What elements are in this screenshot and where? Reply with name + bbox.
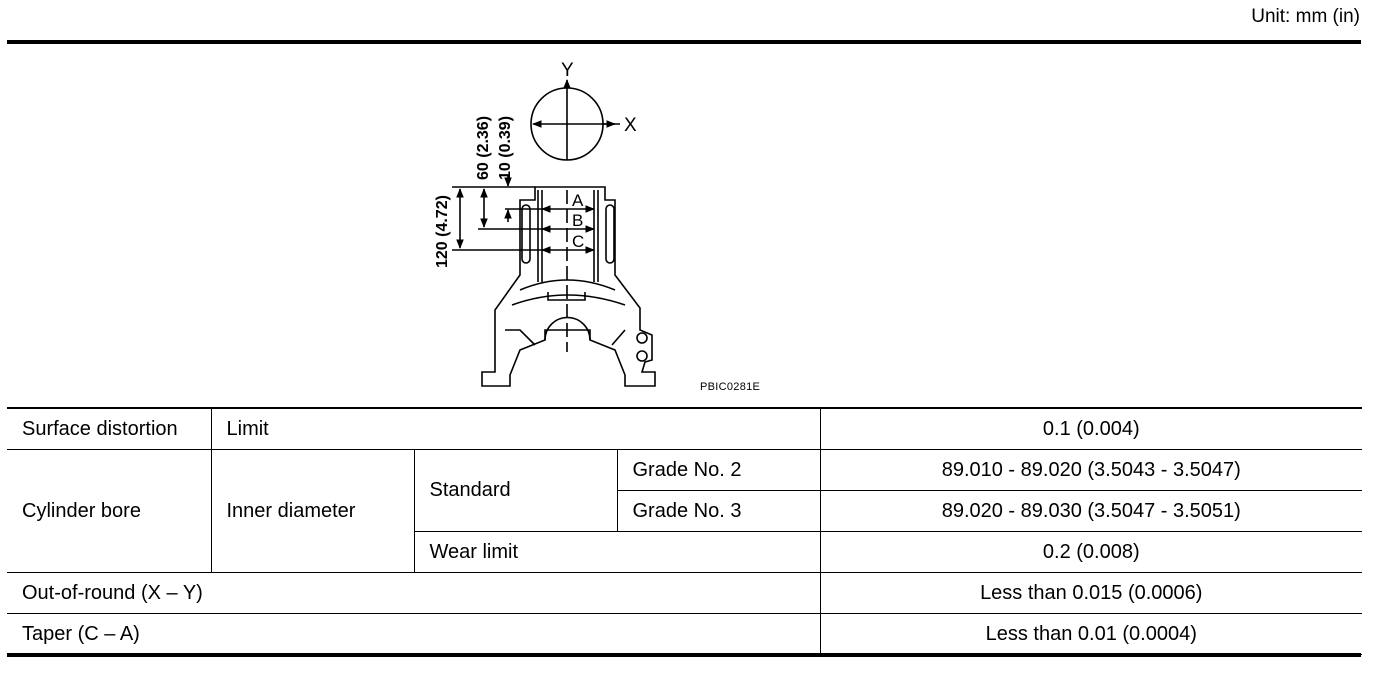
wear-limit-label: Wear limit xyxy=(414,531,821,573)
cylinder-bore-label: Cylinder bore xyxy=(7,449,212,573)
cylinder-block-spec-table: Surface distortion Limit 0.1 (0.004) Cyl… xyxy=(7,407,1363,655)
dim-top-label: 10 (0.39) xyxy=(497,116,514,180)
figure-code: PBIC0281E xyxy=(700,381,761,393)
out-of-round-value: Less than 0.015 (0.0006) xyxy=(819,572,1363,614)
top-rule xyxy=(7,40,1361,44)
inner-diameter-label: Inner diameter xyxy=(210,449,415,573)
table-row: Cylinder bore Inner diameter Standard Gr… xyxy=(7,449,1363,573)
table-row: Out-of-round (X – Y) Less than 0.015 (0.… xyxy=(7,572,1363,614)
dim-mid-label: 60 (2.36) xyxy=(475,116,492,180)
out-of-round-label: Out-of-round (X – Y) xyxy=(7,572,821,614)
level-a-label: A xyxy=(572,191,584,210)
level-c-label: C xyxy=(572,232,584,251)
table-row: Surface distortion Limit 0.1 (0.004) xyxy=(7,407,1363,450)
axis-y-label: Y xyxy=(561,60,574,81)
cylinder-bore-measurement-diagram: Y X A B C 120 (4.72) 60 (2.36) 10 (0.39) xyxy=(434,60,656,387)
table-row: Grade No. 3 89.020 - 89.030 (3.5047 - 3.… xyxy=(7,490,1363,532)
grade-3-value: 89.020 - 89.030 (3.5047 - 3.5051) xyxy=(819,490,1363,532)
surface-distortion-limit-label: Limit xyxy=(210,407,821,450)
taper-value: Less than 0.01 (0.0004) xyxy=(819,613,1363,655)
taper-label: Taper (C – A) xyxy=(7,613,821,655)
surface-distortion-value: 0.1 (0.004) xyxy=(819,407,1363,450)
standard-label: Standard xyxy=(413,449,618,532)
grade-2-label: Grade No. 2 xyxy=(616,449,821,491)
grade-3-label: Grade No. 3 xyxy=(617,490,821,532)
surface-distortion-label: Surface distortion xyxy=(7,407,212,450)
bottom-rule xyxy=(7,653,1361,657)
level-b-label: B xyxy=(572,211,583,230)
axis-x-label: X xyxy=(624,115,637,136)
unit-note: Unit: mm (in) xyxy=(1251,6,1360,27)
wear-limit-value: 0.2 (0.008) xyxy=(819,531,1363,573)
grade-2-value: 89.010 - 89.020 (3.5043 - 3.5047) xyxy=(819,449,1363,491)
cylinder-block-section xyxy=(481,186,656,387)
table-row: Taper (C – A) Less than 0.01 (0.0004) xyxy=(7,613,1363,655)
dim-total-label: 120 (4.72) xyxy=(434,195,451,268)
